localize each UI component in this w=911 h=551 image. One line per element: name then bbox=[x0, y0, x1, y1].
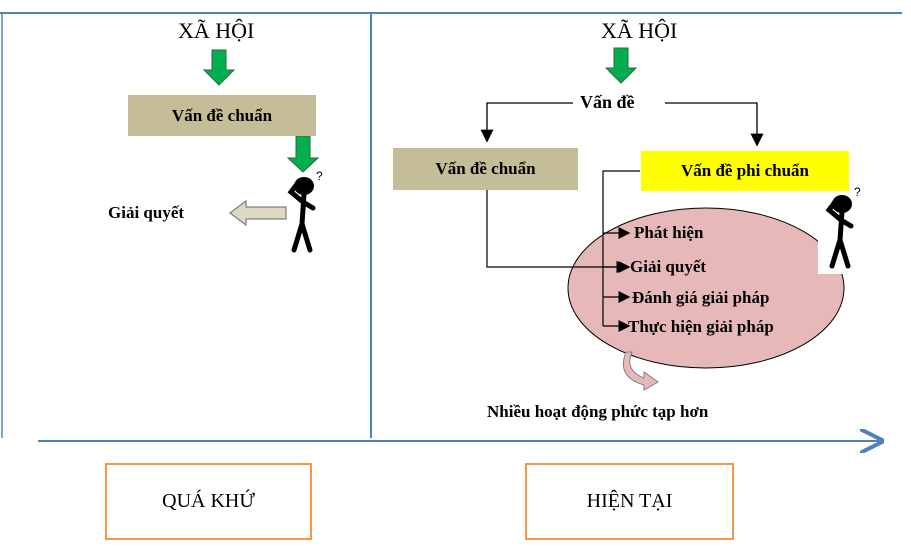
right-standard-problem-box: Vấn đề chuẩn bbox=[393, 148, 578, 190]
green-down-arrow-2 bbox=[286, 135, 320, 173]
nonstandard-problem-box: Vấn đề phi chuẩn bbox=[641, 151, 849, 191]
left-block-arrow bbox=[229, 199, 287, 227]
thinking-figure-icon: ? bbox=[287, 169, 323, 253]
svg-text:?: ? bbox=[854, 185, 861, 199]
nonstandard-bracket bbox=[602, 170, 640, 326]
left-standard-problem-box: Vấn đề chuẩn bbox=[128, 95, 316, 136]
step-solve: Giải quyết bbox=[630, 257, 707, 276]
branch-left-line bbox=[480, 102, 573, 143]
step-evaluate: Đánh giá giải pháp bbox=[632, 288, 770, 307]
past-era-box: QUÁ KHỨ bbox=[105, 463, 312, 540]
curved-arrow-icon bbox=[622, 351, 659, 391]
thinking-figure-icon-2: ? bbox=[818, 185, 861, 274]
branch-right-line bbox=[665, 102, 764, 147]
left-society-title: XÃ HỘI bbox=[178, 18, 255, 43]
left-solve-label: Giải quyết bbox=[108, 203, 185, 222]
right-society-title: XÃ HỘI bbox=[601, 18, 678, 43]
green-down-arrow-1 bbox=[202, 49, 236, 86]
present-era-box: HIỆN TẠI bbox=[525, 463, 734, 540]
green-down-arrow-3 bbox=[604, 47, 638, 84]
step-detect: Phát hiện bbox=[634, 223, 704, 242]
step-implement: Thực hiện giải pháp bbox=[628, 317, 774, 336]
process-ellipse bbox=[567, 207, 845, 369]
problem-label: Vấn đề bbox=[580, 92, 635, 112]
complex-note: Nhiều hoạt động phức tạp hơn bbox=[487, 402, 709, 421]
svg-text:?: ? bbox=[316, 169, 323, 183]
standard-to-solve-line bbox=[486, 190, 629, 273]
